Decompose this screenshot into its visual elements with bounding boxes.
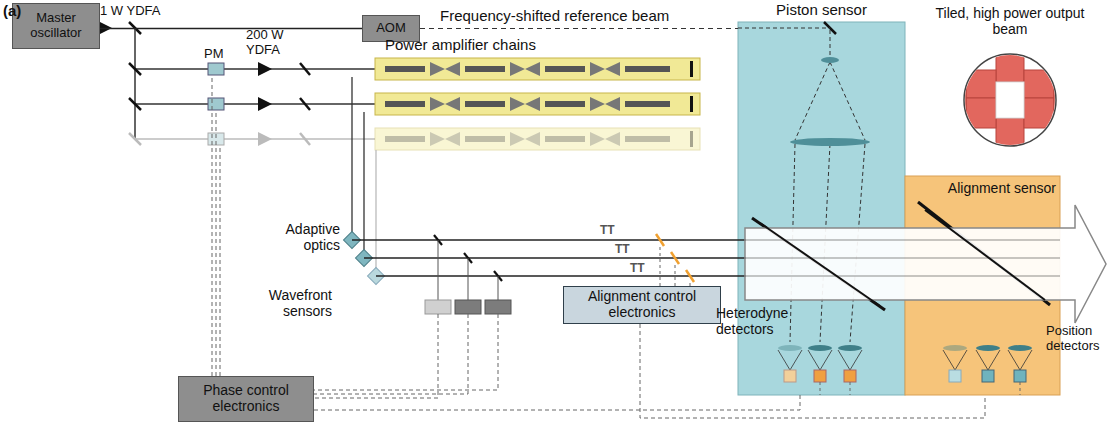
text-label: TT [614, 243, 631, 256]
text-label: Power amplifier chains [385, 37, 536, 54]
box-label: Alignment control electronics [564, 289, 720, 320]
control-box: Phase control electronics [178, 376, 314, 422]
oscillator-box: Master oscillator [12, 3, 100, 49]
control-box: Alignment control electronics [563, 286, 721, 324]
panel-heading: Piston sensor [738, 2, 905, 19]
text-label: TT [599, 224, 616, 237]
text-label: Adaptive optics [262, 222, 340, 253]
connector [420, 28, 738, 29]
text-label: Tiled, high power output beam [920, 6, 1100, 37]
box-label: Master oscillator [13, 11, 99, 40]
connector [100, 28, 362, 30]
connector [640, 324, 985, 418]
text-label: TT [629, 262, 646, 275]
sensor-panel: Alignment sensor [905, 176, 1060, 395]
text-label: Position detectors [1046, 324, 1108, 353]
text-label: Heterodyne detectors [716, 306, 800, 337]
panel-heading: Alignment sensor [948, 181, 1056, 197]
text-label: PM [204, 47, 224, 62]
text-label: (a) [3, 3, 21, 20]
text-label: Wavefront sensors [246, 288, 332, 319]
text-label: 200 W YDFA [246, 28, 292, 57]
sensor-panel: Piston sensor [738, 22, 905, 395]
text-label: 1 W YDFA [100, 4, 160, 19]
box-label: AOM [376, 21, 406, 36]
box-label: Phase control electronics [179, 383, 313, 414]
text-label: Frequency-shifted reference beam [440, 8, 669, 25]
connector [314, 395, 800, 410]
